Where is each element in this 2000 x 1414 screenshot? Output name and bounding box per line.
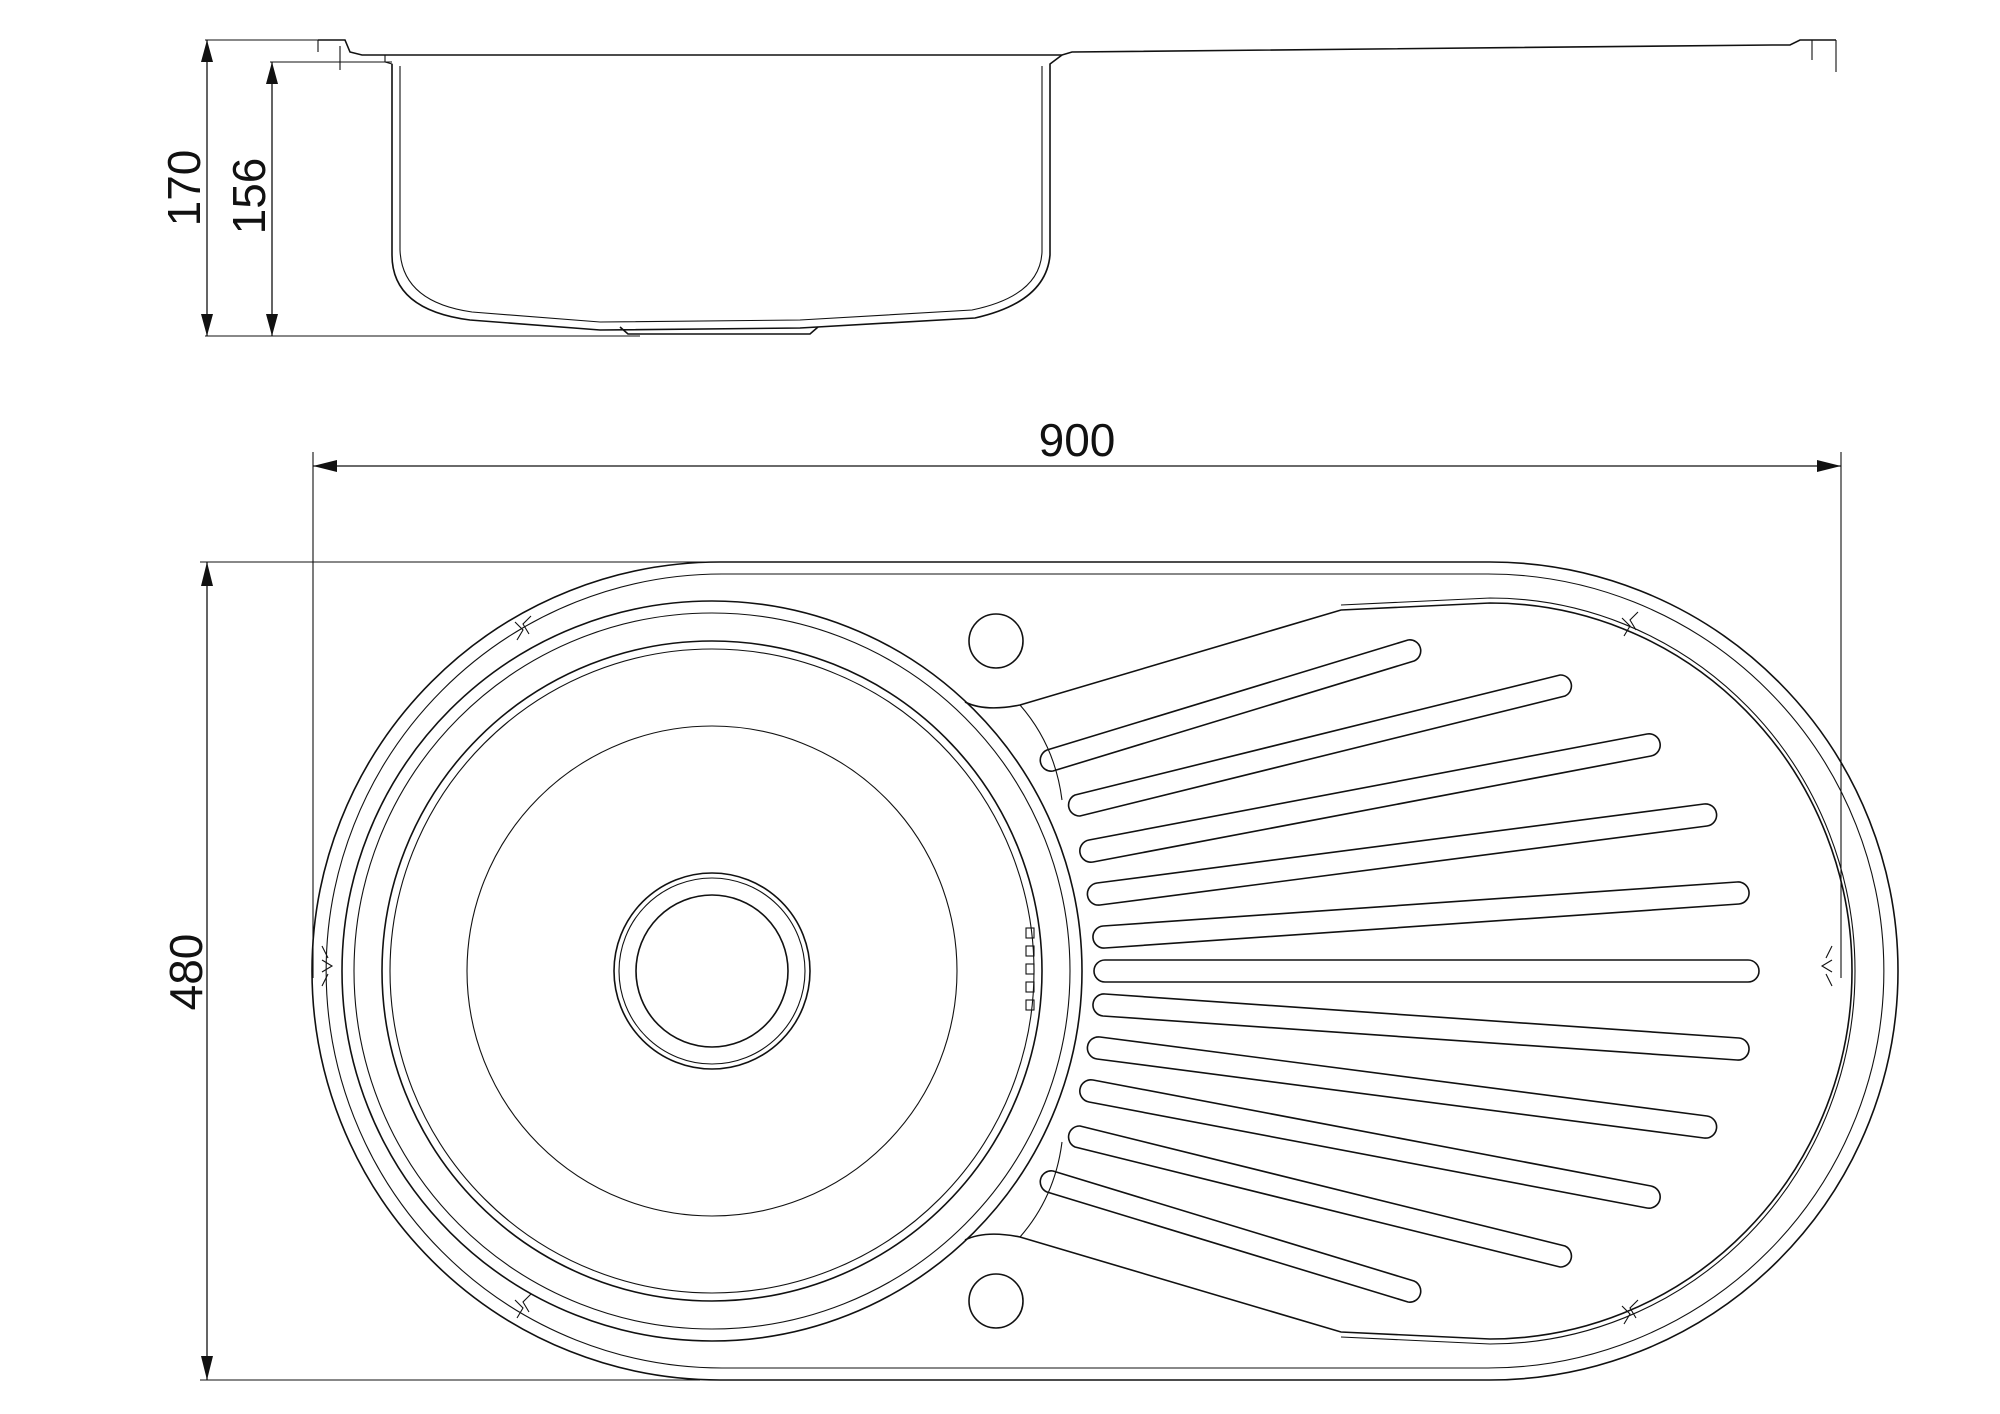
drainer-groove — [1079, 733, 1661, 863]
drainer-groove — [1039, 1170, 1422, 1303]
bowl-bottom — [466, 725, 958, 1217]
dimension-156: 156 — [223, 62, 278, 336]
dimension-900: 900 — [312, 414, 1842, 978]
drainer-groove — [1092, 881, 1750, 949]
tap-hole-bottom — [968, 1273, 1024, 1329]
drainer-groove — [1086, 803, 1718, 906]
sink-outline — [311, 561, 1899, 1381]
bowl-rim — [341, 600, 1083, 1342]
deck-contour — [1340, 597, 1856, 1345]
dimension-480-label: 480 — [160, 934, 212, 1011]
drainer-groove — [1039, 639, 1422, 772]
overflow-slots — [1025, 927, 1035, 1011]
dimension-170: 170 — [158, 40, 213, 336]
drainer-groove — [1067, 674, 1573, 817]
drain-outer — [613, 872, 811, 1070]
dimension-170-label: 170 — [158, 150, 210, 227]
dimension-900-label: 900 — [1039, 414, 1116, 466]
top-view: 900 480 — [160, 414, 1899, 1381]
drain-inner — [635, 894, 789, 1048]
dimension-156-label: 156 — [223, 158, 275, 235]
tap-hole-top — [968, 613, 1024, 669]
drainer-grooves — [1039, 639, 1760, 1303]
mounting-clips — [321, 611, 1833, 1325]
side-view-rim — [318, 39, 1836, 56]
side-view-drain — [619, 326, 819, 335]
side-view: 170 156 — [158, 39, 1837, 337]
side-view-bowl — [391, 54, 1063, 331]
dimension-480: 480 — [160, 561, 720, 1381]
drainer-groove — [1079, 1079, 1661, 1209]
drainer-groove — [1092, 993, 1750, 1061]
bowl — [381, 640, 1043, 1302]
drainer-groove — [1067, 1125, 1573, 1268]
drainer-area — [964, 602, 1853, 1340]
drainer-groove — [1086, 1036, 1718, 1139]
drainer-groove — [1093, 959, 1760, 983]
